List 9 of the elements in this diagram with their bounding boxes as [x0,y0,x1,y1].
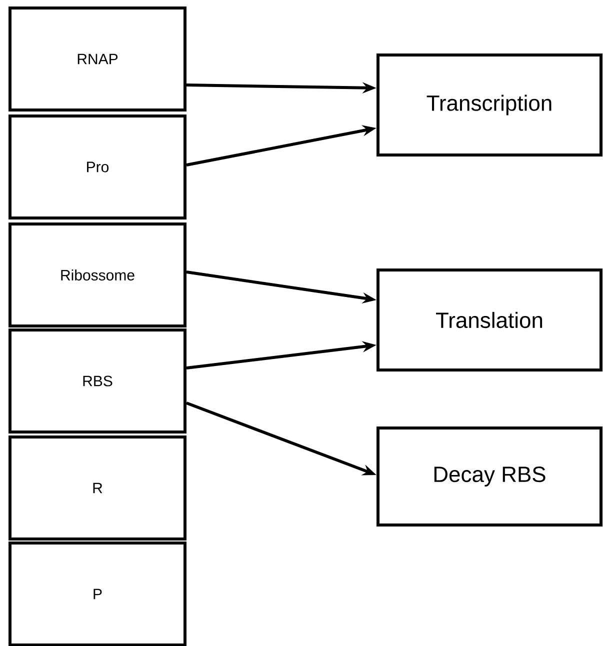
process-box: Ribossome [8,222,186,328]
process-box: Translation [376,268,602,372]
process-box: R [8,436,186,540]
process-box: Decay RBS [376,426,602,526]
process-box: P [8,542,186,646]
process-box: RBS [8,328,186,434]
process-box: Transcription [376,54,602,156]
process-box: RNAP [8,6,186,112]
process-box: Pro [8,114,186,220]
